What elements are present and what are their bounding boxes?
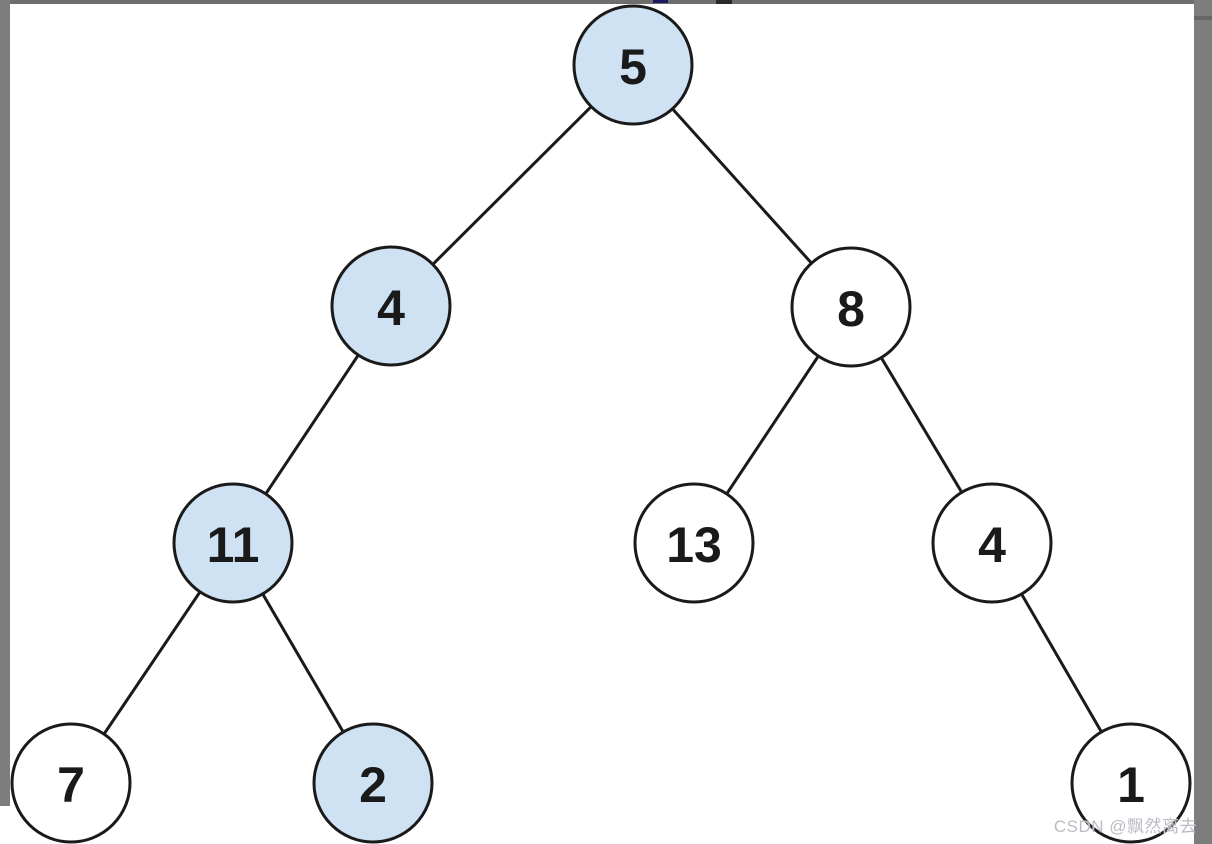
tree-node-rrr	[1070, 722, 1192, 844]
tree-node-value-l: 4	[377, 280, 405, 336]
tree-node-rl	[633, 482, 755, 604]
left-border-strip	[0, 0, 10, 806]
tree-node-ll	[172, 482, 294, 604]
tree-node-value-r: 8	[837, 281, 865, 337]
tree-node-value-root: 5	[619, 39, 647, 95]
scrollbar-divider	[1194, 16, 1212, 20]
right-scrollbar-track[interactable]	[1194, 0, 1212, 844]
tree-node-value-rl: 13	[666, 517, 722, 573]
tree-node-rr	[931, 482, 1053, 604]
tree-node-value-llr: 2	[359, 757, 387, 813]
tree-node-l	[330, 245, 452, 367]
top-border	[0, 0, 1212, 4]
tree-node-r	[790, 246, 912, 368]
watermark: CSDN @飘然离去	[1053, 817, 1197, 836]
tree-node-root	[572, 4, 694, 126]
tree-node-value-ll: 11	[207, 517, 260, 573]
tree-node-value-rrr: 1	[1117, 757, 1145, 813]
tree-node-value-rr: 4	[978, 517, 1006, 573]
tree-node-value-lll: 7	[57, 757, 85, 813]
cropped-text-fragment	[716, 0, 732, 4]
tree-node-llr	[312, 722, 434, 844]
tree-node-lll	[10, 722, 132, 844]
cropped-text-fragment	[653, 0, 668, 3]
